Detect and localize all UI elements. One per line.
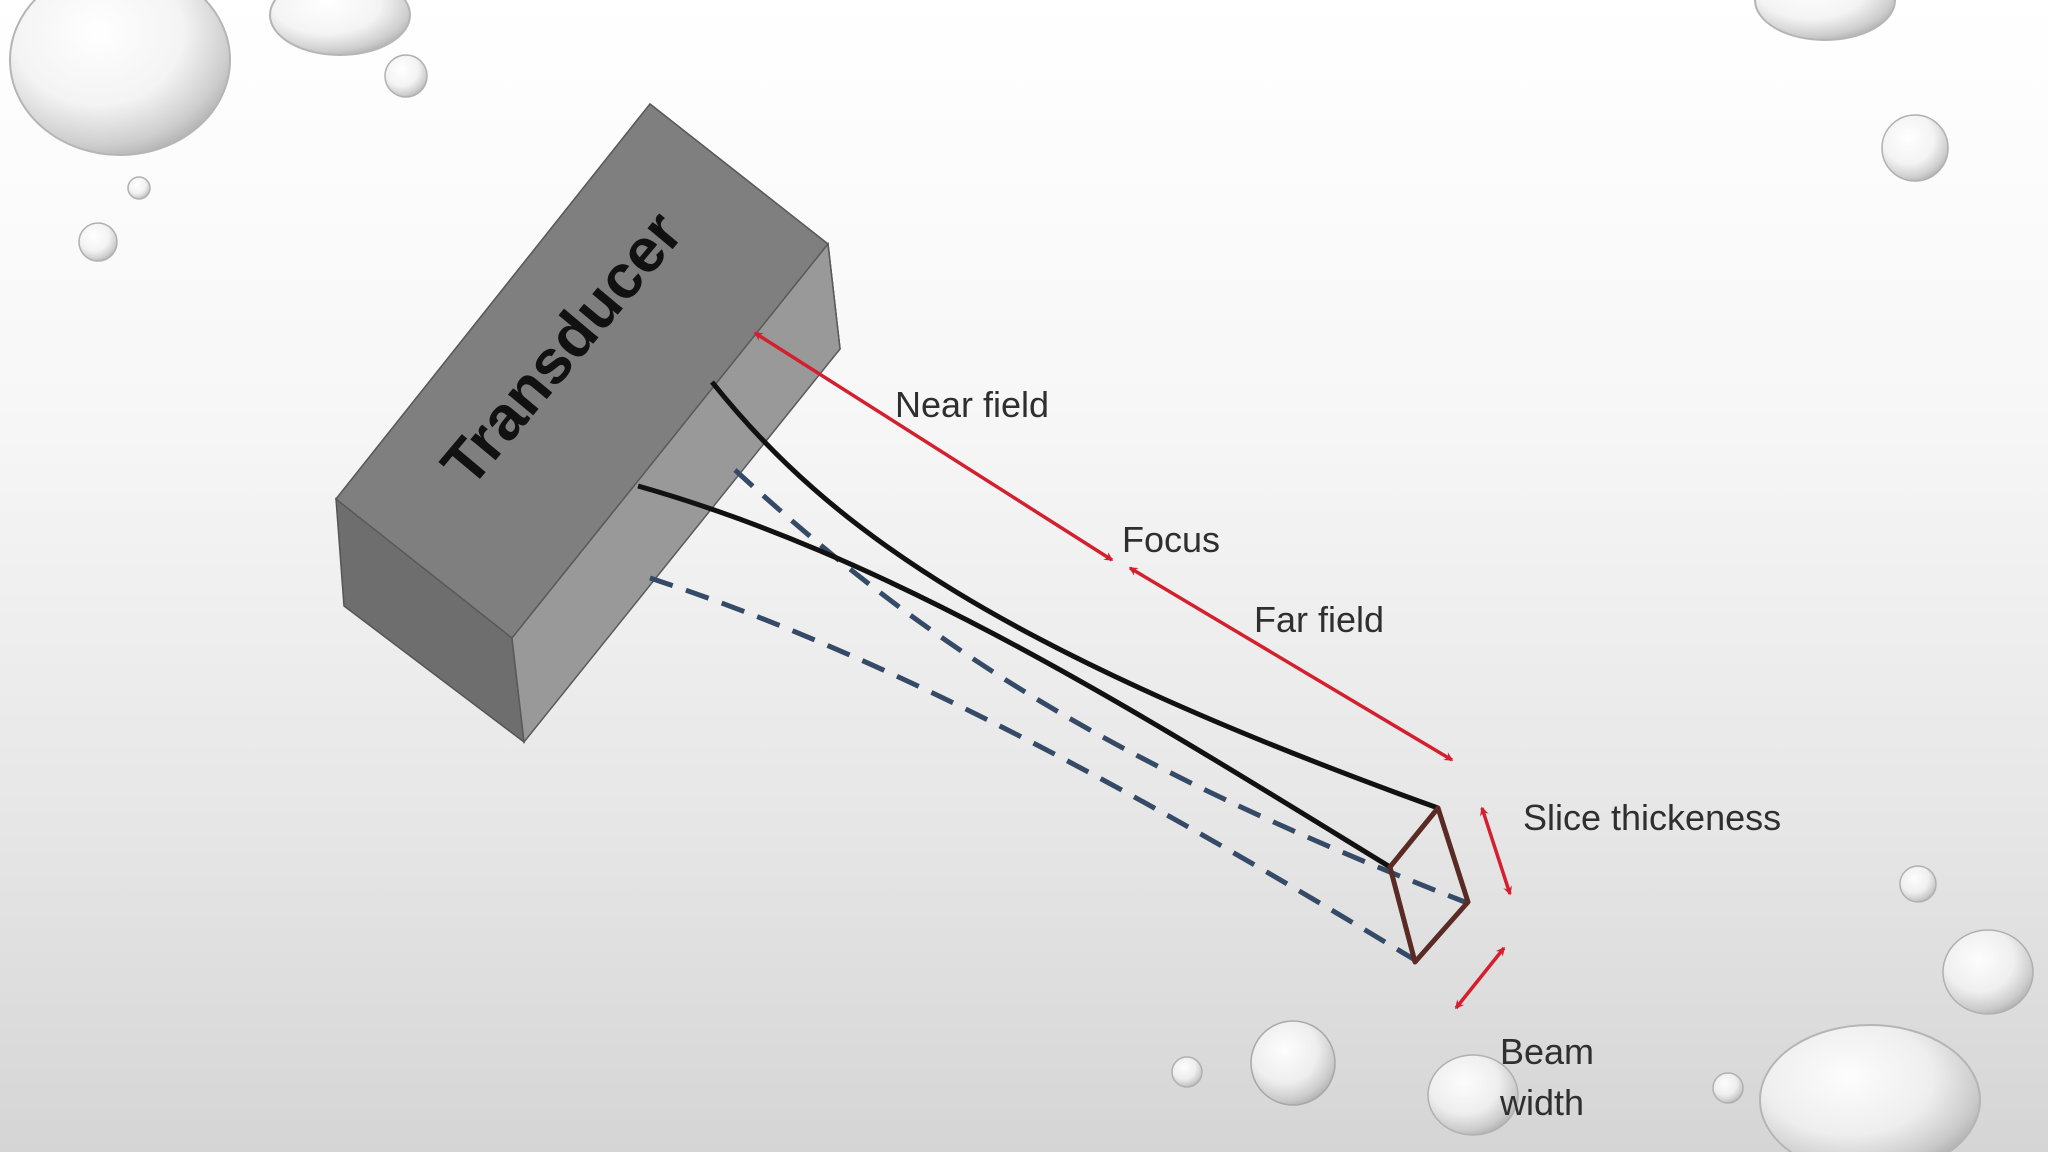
diagram-labels: Near field Focus Far field Slice thicken…	[895, 384, 1781, 1123]
dimension-arrows	[753, 331, 1512, 1010]
droplet	[1712, 1072, 1744, 1104]
beam-dashed-line-upper	[733, 468, 1466, 905]
near-field-arrow	[753, 331, 1114, 562]
beam-end-cross-section	[1387, 805, 1471, 965]
beam-dashed-lines	[649, 468, 1466, 963]
droplet	[1427, 1054, 1519, 1136]
droplet	[127, 176, 151, 200]
far-field-arrow	[1128, 566, 1454, 762]
beam-solid-line-lower	[637, 483, 1392, 870]
droplet	[78, 222, 118, 262]
far-field-label: Far field	[1254, 599, 1384, 640]
beam-solid-line-upper	[710, 380, 1439, 811]
slice-thickness-arrow	[1480, 806, 1512, 896]
droplet	[1759, 1024, 1981, 1152]
focus-label: Focus	[1122, 519, 1220, 560]
droplet	[1899, 865, 1937, 903]
droplet	[1942, 929, 2034, 1015]
droplet	[1754, 0, 1896, 41]
transducer-block: Transducer	[334, 102, 841, 744]
droplet	[1881, 114, 1949, 182]
near-field-label: Near field	[895, 384, 1049, 425]
beam-width-arrow	[1454, 946, 1506, 1010]
water-droplets	[9, 0, 2034, 1152]
droplet	[1171, 1056, 1203, 1088]
beam-width-label-line2: width	[1499, 1082, 1584, 1123]
droplet	[9, 0, 231, 156]
droplet	[269, 0, 411, 56]
droplet	[1250, 1020, 1336, 1106]
slice-thickness-label: Slice thickeness	[1523, 797, 1781, 838]
droplet	[384, 54, 428, 98]
beam-dashed-line-lower	[649, 575, 1417, 963]
beam-width-label-line1: Beam	[1500, 1031, 1594, 1072]
